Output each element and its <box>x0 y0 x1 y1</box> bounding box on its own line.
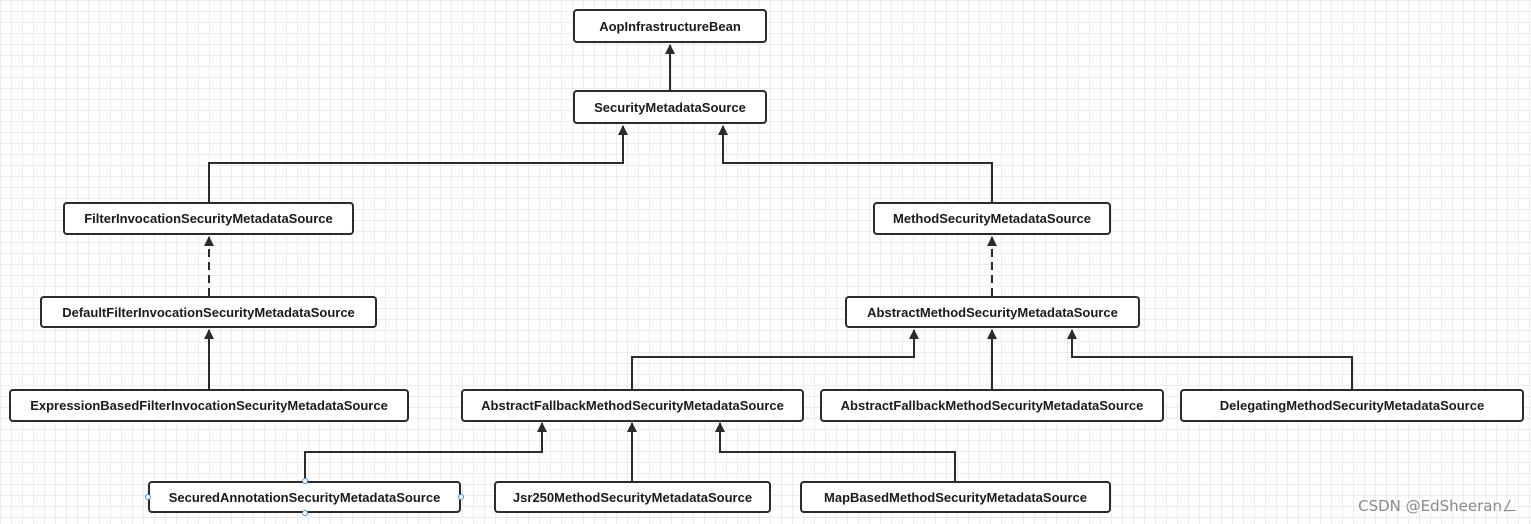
node-delegating-method-smds[interactable]: DelegatingMethodSecurityMetadataSource <box>1180 389 1524 422</box>
node-security-metadata-source[interactable]: SecurityMetadataSource <box>573 90 767 124</box>
selection-handle-top[interactable] <box>302 478 308 484</box>
edge-filter-to-smds <box>208 125 628 202</box>
node-abstract-fallback-method-smds-left[interactable]: AbstractFallbackMethodSecurityMetadataSo… <box>461 389 804 422</box>
node-map-based-method-smds[interactable]: MapBasedMethodSecurityMetadataSource <box>800 481 1111 513</box>
selection-handle-bottom[interactable] <box>302 510 308 516</box>
node-default-filter-invocation-smds[interactable]: DefaultFilterInvocationSecurityMetadataS… <box>40 296 377 328</box>
selection-handle-right[interactable] <box>458 494 464 500</box>
node-abstract-method-smds[interactable]: AbstractMethodSecurityMetadataSource <box>845 296 1140 328</box>
node-filter-invocation-smds[interactable]: FilterInvocationSecurityMetadataSource <box>63 202 354 235</box>
node-abstract-fallback-method-smds-right[interactable]: AbstractFallbackMethodSecurityMetadataSo… <box>820 389 1164 422</box>
node-expression-based-filter-invocation-smds[interactable]: ExpressionBasedFilterInvocationSecurityM… <box>9 389 409 422</box>
node-aop-infrastructure-bean[interactable]: AopInfrastructureBean <box>573 9 767 43</box>
edge-method-to-smds <box>718 125 993 202</box>
edge-secured-to-fallback1 <box>304 422 547 481</box>
edge-fallback1-to-abstract-method <box>631 329 919 389</box>
node-jsr250-method-smds[interactable]: Jsr250MethodSecurityMetadataSource <box>494 481 771 513</box>
edge-mapbased-to-fallback1 <box>715 422 956 481</box>
node-secured-annotation-smds[interactable]: SecuredAnnotationSecurityMetadataSource <box>148 481 461 513</box>
node-method-smds[interactable]: MethodSecurityMetadataSource <box>873 202 1111 235</box>
edge-delegating-to-abstract-method <box>1067 329 1353 389</box>
csdn-watermark: CSDN @EdSheeranㄥ <box>1358 497 1517 515</box>
selection-handle-left[interactable] <box>145 494 151 500</box>
